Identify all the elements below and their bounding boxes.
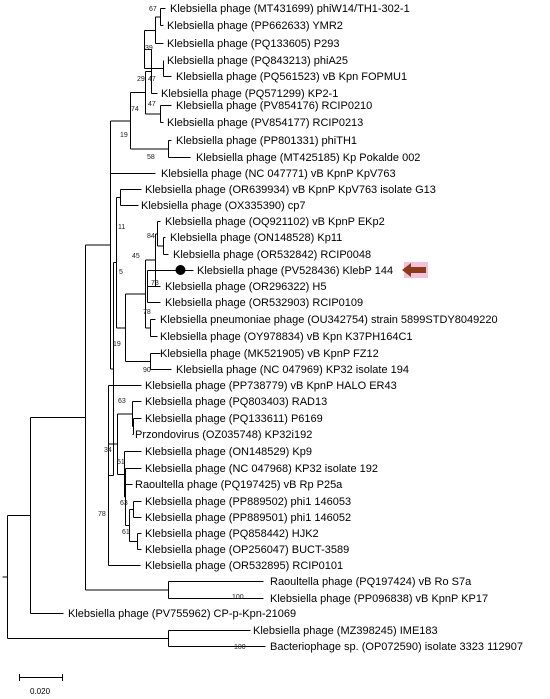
taxon-label: Klebsiella phage (OR532842) RCIP0048 — [173, 249, 371, 261]
taxon-label: Klebsiella phage (PQ571299) KP2-1 — [161, 88, 338, 100]
taxon-label: Klebsiella phage (NC 047968) KP32 isolat… — [145, 463, 378, 475]
bootstrap-value: 19 — [120, 132, 128, 139]
bootstrap-value: 74 — [131, 106, 139, 113]
bootstrap-value: 67 — [149, 6, 157, 13]
taxon-label: Klebsiella phage (ON148528) Kp11 — [170, 232, 342, 244]
taxon-label: Klebsiella phage (ON148529) Kp9 — [145, 446, 312, 458]
taxon-label: Klebsiella phage (NC 047969) KP32 isolat… — [176, 364, 409, 376]
taxon-label: Klebsiella phage (MZ398245) IME183 — [253, 625, 438, 637]
bootstrap-value: 100 — [234, 644, 246, 651]
bootstrap-value: 100 — [232, 594, 244, 601]
taxon-label: Klebsiella phage (PQ803403) RAD13 — [145, 396, 327, 408]
taxon-label: Klebsiella phage (PQ843213) phiA25 — [167, 55, 348, 67]
bootstrap-value: 78 — [98, 511, 106, 518]
bootstrap-value: 19 — [113, 341, 121, 348]
bootstrap-value: 39 — [145, 45, 153, 52]
bootstrap-value: 78 — [143, 309, 151, 316]
bootstrap-value: 63 — [118, 398, 126, 405]
taxon-label: Klebsiella phage (OR532903) RCIP0109 — [165, 297, 363, 309]
bootstrap-value: 73 — [151, 280, 159, 287]
taxon-label: Klebsiella phage (OR296322) H5 — [165, 281, 326, 293]
taxon-label: Klebsiella phage (OR532895) RCIP0101 — [145, 560, 343, 572]
highlight-dot — [175, 265, 186, 275]
taxon-label: Raoultella phage (PQ197424) vB Ro S7a — [270, 576, 472, 588]
taxon-label: Klebsiella phage (PP889501) phi1 146052 — [145, 512, 351, 524]
taxon-label: Klebsiella phage (OP256047) BUCT-3589 — [145, 544, 349, 556]
scale-bar-label: 0.020 — [30, 687, 51, 696]
bootstrap-value: 58 — [147, 154, 155, 161]
highlight-marker — [175, 262, 428, 278]
taxon-label: Klebsiella phage (PQ133605) P293 — [167, 38, 339, 50]
taxon-label: Klebsiella phage (OR639934) vB KpnP KpV7… — [145, 184, 436, 196]
left-arrow-icon — [402, 263, 426, 277]
taxon-label: Klebsiella phage (PP801331) phiTH1 — [176, 135, 357, 147]
bootstrap-value: 45 — [132, 253, 140, 260]
taxon-label: Klebsiella pneumoniae phage (OU342754) s… — [160, 314, 498, 326]
bootstrap-value: 63 — [120, 500, 128, 507]
taxon-label: Klebsiella phage (MT431699) phiW14/TH1-3… — [170, 3, 410, 15]
taxon-label: Klebsiella phage (PP662633) YMR2 — [167, 20, 343, 32]
taxon-label: Klebsiella phage (PP738779) vB KpnP HALO… — [145, 380, 397, 392]
bootstrap-value: 90 — [143, 367, 151, 374]
taxon-label: Klebsiella phage (MT425185) Kp Pokalde 0… — [196, 152, 420, 164]
taxon-label: Klebsiella phage (PV528436) KlebP 144 — [197, 265, 393, 277]
tree-branches — [2, 8, 266, 647]
taxon-label: Klebsiella phage (OQ921102) vB KpnP EKp2 — [165, 216, 385, 228]
taxon-label: Przondovirus (OZ035748) KP32i192 — [135, 429, 312, 441]
bootstrap-value: 5 — [119, 269, 123, 276]
bootstrap-value: 84 — [147, 233, 155, 240]
taxon-labels: Klebsiella phage (MT431699) phiW14/TH1-3… — [68, 3, 523, 653]
taxon-label: Klebsiella phage (PQ133611) P6169 — [145, 413, 323, 425]
taxon-label: Klebsiella phage (PQ858442) HJK2 — [145, 528, 319, 540]
taxon-label: Klebsiella phage (PV854177) RCIP0213 — [167, 117, 363, 129]
taxon-label: Klebsiella phage (PP889502) phi1 146053 — [145, 496, 351, 508]
bootstrap-value: 34 — [104, 447, 112, 454]
scale-bar: 0.020 — [19, 674, 63, 696]
bootstrap-value: 47 — [148, 101, 156, 108]
taxon-label: Klebsiella phage (MK521905) vB KpnP FZ12 — [160, 348, 379, 360]
taxon-label: Klebsiella phage (PP096838) vB KpnP KP17 — [270, 593, 488, 605]
bootstrap-value: 51 — [117, 459, 125, 466]
taxon-label: Klebsiella phage (OX335390) cp7 — [141, 200, 306, 212]
bootstrap-value: 11 — [118, 224, 125, 231]
taxon-label: Bacteriophage sp. (OP072590) isolate 332… — [270, 641, 523, 653]
taxon-label: Raoultella phage (PQ197425) vB Rp P25a — [135, 479, 343, 491]
taxon-label: Klebsiella phage (OY978834) vB Kpn K37PH… — [160, 331, 413, 343]
taxon-label: Klebsiella phage (PV854176) RCIP0210 — [176, 100, 372, 112]
bootstrap-value: 61 — [122, 529, 130, 536]
taxon-label: Klebsiella phage (PV755962) CP-p-Kpn-210… — [68, 608, 296, 620]
bootstrap-value: 29 — [137, 76, 145, 83]
taxon-label: Klebsiella phage (PQ561523) vB Kpn FOPMU… — [176, 71, 407, 83]
bootstrap-value: 47 — [148, 76, 156, 83]
taxon-label: Klebsiella phage (NC 047771) vB KpnP KpV… — [161, 168, 396, 180]
